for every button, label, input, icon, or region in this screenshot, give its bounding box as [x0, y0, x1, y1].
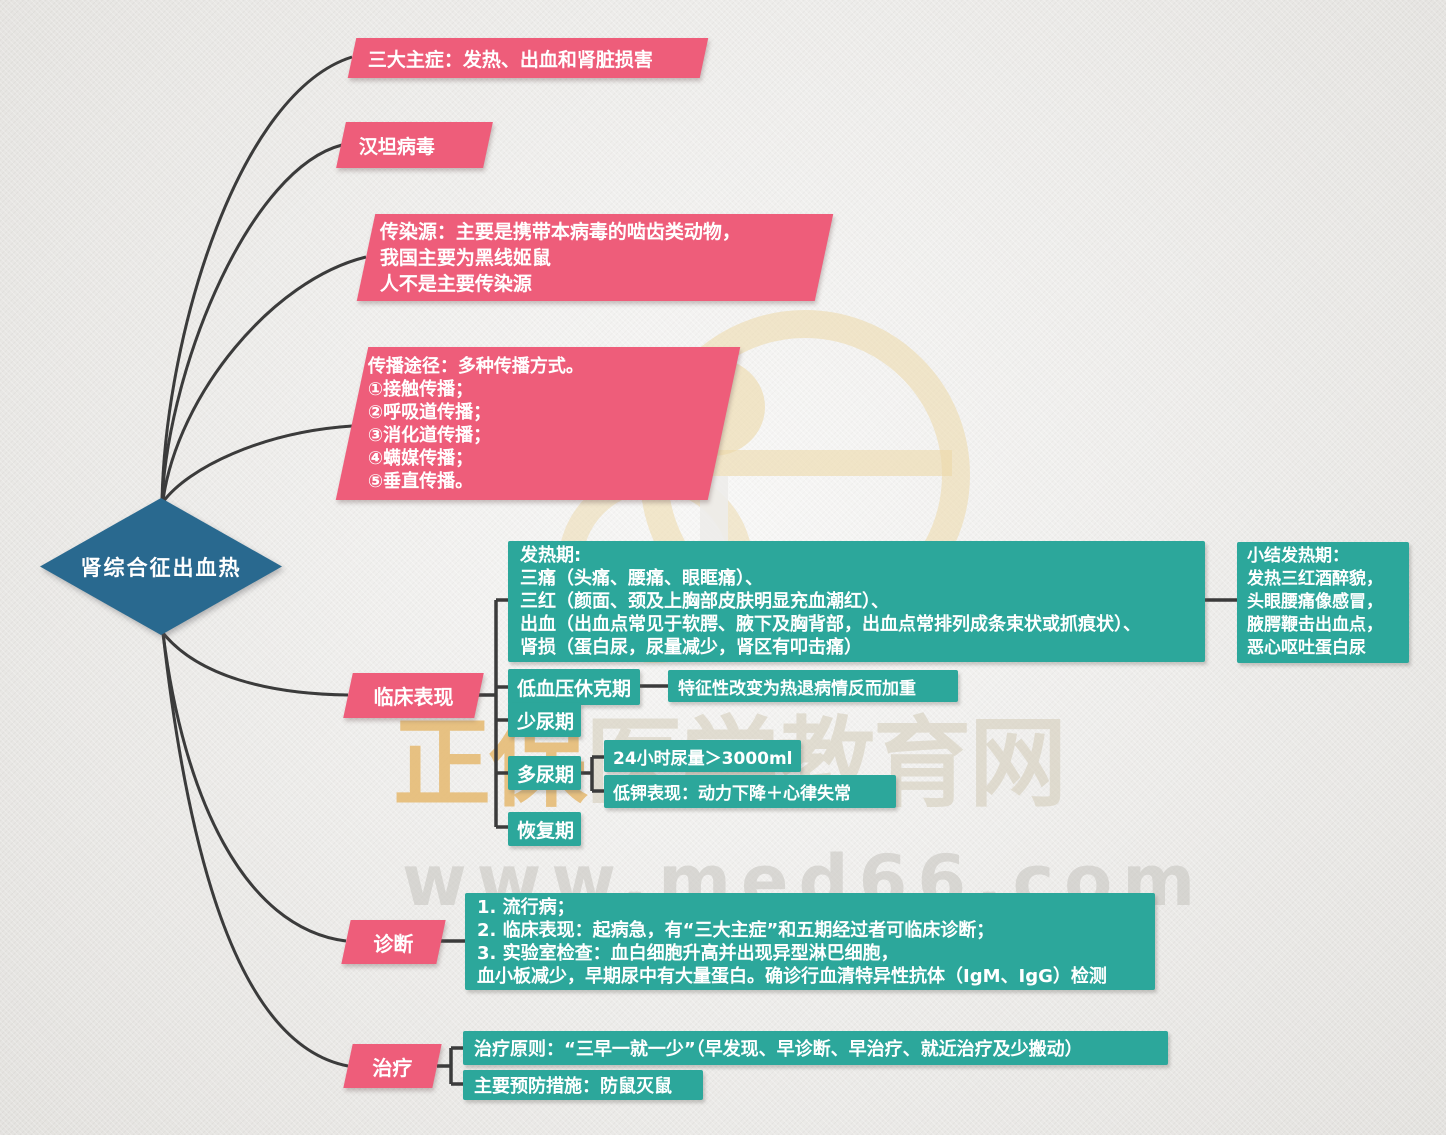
node-polyuria-urine-volume-text: 24小时尿量＞3000ml [613, 748, 793, 769]
node-virus-label: 汉坦病毒 [359, 135, 436, 158]
node-polyuria-label: 多尿期 [517, 763, 575, 786]
edge-root-source [161, 255, 367, 501]
edge-root-transmission [161, 424, 353, 503]
bracket-polyuria [580, 755, 604, 793]
node-recovery-label: 恢复期 [517, 819, 575, 842]
node-treatment-principle[interactable]: 治疗原则：“三早一就一少”（早发现、早诊断、早治疗、就近治疗及少搬动） [463, 1031, 1168, 1065]
node-virus[interactable]: 汉坦病毒 [336, 122, 493, 168]
node-main-symptoms-label: 三大主症：发热、出血和肾脏损害 [368, 48, 654, 71]
root-node[interactable]: 肾综合征出血热 [40, 498, 282, 635]
node-hypotension-label: 低血压休克期 [517, 677, 632, 700]
node-fever-phase-text: 发热期: 三痛（头痛、腰痛、眼眶痛）、 三红（颜面、颈及上胸部皮肤明显充血潮红）… [520, 545, 1141, 658]
node-prevention[interactable]: 主要预防措施：防鼠灭鼠 [463, 1070, 703, 1100]
node-diagnosis-content[interactable]: 1. 流行病； 2. 临床表现：起病急，有“三大主症”和五期经过者可临床诊断； … [465, 893, 1155, 990]
node-transmission[interactable]: 传播途径：多种传播方式。 ①接触传播； ②呼吸道传播； ③消化道传播； ④螨媒传… [335, 347, 741, 500]
node-diagnosis[interactable]: 诊断 [341, 920, 446, 964]
node-hypokalemia-text: 低钾表现：动力下降＋心律失常 [613, 784, 851, 804]
node-recovery-phase[interactable]: 恢复期 [508, 812, 581, 846]
node-fever-summary-text: 小结发热期： 发热三红酒醉貌， 头眼腰痛像感冒， 腋腭鞭击出血点， 恶心呕吐蛋白… [1247, 546, 1383, 658]
edge-root-virus [160, 143, 343, 501]
edge-root-diagnosis [161, 632, 347, 943]
bracket-treatment [437, 1046, 463, 1086]
node-hypotension-note-text: 特征性改变为热退病情反而加重 [678, 678, 916, 699]
node-hypokalemia[interactable]: 低钾表现：动力下降＋心律失常 [604, 775, 896, 808]
node-fever-phase[interactable]: 发热期: 三痛（头痛、腰痛、眼眶痛）、 三红（颜面、颈及上胸部皮肤明显充血潮红）… [508, 541, 1205, 662]
node-infection-source[interactable]: 传染源：主要是携带本病毒的啮齿类动物， 我国主要为黑线姬鼠 人不是主要传染源 [356, 214, 834, 301]
node-hypotension-phase[interactable]: 低血压休克期 [508, 669, 640, 705]
node-fever-summary[interactable]: 小结发热期： 发热三红酒醉貌， 头眼腰痛像感冒， 腋腭鞭击出血点， 恶心呕吐蛋白… [1237, 542, 1409, 663]
node-infection-source-label: 传染源：主要是携带本病毒的啮齿类动物， 我国主要为黑线姬鼠 人不是主要传染源 [380, 220, 742, 295]
node-treatment[interactable]: 治疗 [343, 1044, 442, 1088]
node-diagnosis-label: 诊断 [373, 931, 414, 956]
node-clinical-label: 临床表现 [373, 685, 454, 709]
edge-root-symptoms [160, 55, 353, 501]
node-oliguria-label: 少尿期 [517, 710, 575, 733]
root-node-label: 肾综合征出血热 [80, 555, 242, 580]
node-hypotension-note[interactable]: 特征性改变为热退病情反而加重 [668, 670, 958, 702]
node-prevention-text: 主要预防措施：防鼠灭鼠 [474, 1076, 672, 1097]
node-polyuria-urine-volume[interactable]: 24小时尿量＞3000ml [604, 740, 801, 772]
node-polyuria-phase[interactable]: 多尿期 [508, 756, 581, 790]
node-clinical[interactable]: 临床表现 [343, 673, 484, 718]
node-transmission-label: 传播途径：多种传播方式。 ①接触传播； ②呼吸道传播； ③消化道传播； ④螨媒传… [368, 355, 584, 492]
node-treatment-label: 治疗 [372, 1055, 413, 1080]
edge-root-clinical [161, 632, 349, 697]
node-main-symptoms[interactable]: 三大主症：发热、出血和肾脏损害 [347, 38, 709, 78]
node-treatment-principle-text: 治疗原则：“三早一就一少”（早发现、早诊断、早治疗、就近治疗及少搬动） [474, 1039, 1083, 1060]
node-oliguria-phase[interactable]: 少尿期 [508, 703, 581, 737]
bracket-clinical [478, 598, 508, 829]
root-node-shape: 肾综合征出血热 [40, 498, 282, 635]
node-diagnosis-content-text: 1. 流行病； 2. 临床表现：起病急，有“三大主症”和五期经过者可临床诊断； … [477, 896, 1107, 987]
edge-root-treatment [161, 632, 349, 1068]
